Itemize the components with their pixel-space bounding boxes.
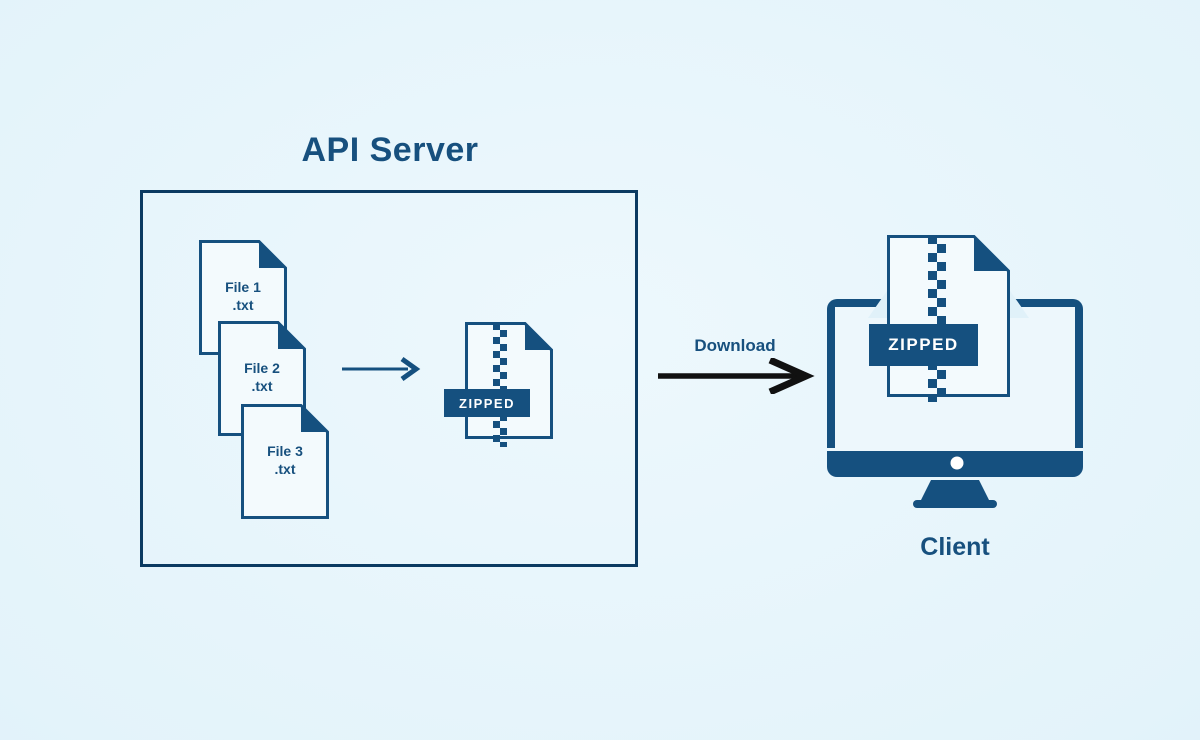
zip-file-icon: ZIPPED: [443, 322, 555, 448]
file-ext: .txt: [251, 378, 273, 394]
file-name: File 3: [267, 443, 303, 459]
zipper-teeth: [493, 323, 507, 447]
zipped-banner-label: ZIPPED: [459, 395, 515, 411]
client-group: ZIPPED Client: [815, 228, 1095, 578]
folded-corner: [974, 236, 1009, 271]
file-name: File 2: [244, 360, 280, 376]
download-arrow-icon: [658, 358, 815, 394]
monitor-base: [913, 500, 997, 508]
folded-corner: [301, 405, 328, 432]
zipped-banner-label: ZIPPED: [888, 335, 959, 354]
zipped-banner: ZIPPED: [444, 389, 530, 417]
file-name: File 1: [225, 279, 261, 295]
folded-corner: [259, 241, 286, 268]
zip-arrow-icon: [342, 356, 421, 382]
client-label: Client: [920, 533, 990, 561]
zipped-banner: ZIPPED: [869, 324, 978, 366]
zipper-teeth: [928, 235, 946, 402]
monitor-stand: [920, 480, 990, 502]
file-label: File 2 .txt: [218, 359, 306, 395]
document-icon: [465, 322, 553, 439]
api-server-title: API Server: [301, 131, 479, 169]
file-icon-3: File 3 .txt: [241, 404, 329, 519]
api-server-box: [140, 190, 638, 567]
folded-corner: [278, 322, 305, 349]
file-ext: .txt: [232, 297, 254, 313]
download-label: Download: [694, 336, 776, 355]
file-label: File 1 .txt: [199, 278, 287, 314]
monitor-button: [950, 456, 964, 470]
monitor-icon: [827, 235, 1083, 508]
zip-file-icon-large: [887, 235, 1010, 397]
file-ext: .txt: [274, 461, 296, 477]
folded-corner: [525, 323, 552, 350]
file-label: File 3 .txt: [241, 442, 329, 478]
document-icon: [241, 404, 329, 519]
